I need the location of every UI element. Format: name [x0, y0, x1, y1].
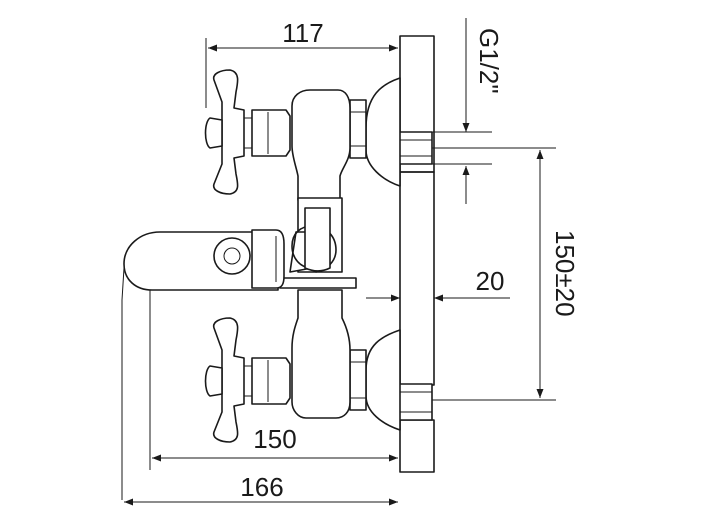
- pipe-stub-bottom: [397, 383, 433, 421]
- dim-label-centers: 150±20: [550, 230, 580, 317]
- dim-label-thread: G1/2": [474, 28, 504, 94]
- dim-label-150: 150: [253, 424, 296, 454]
- flange-top: [349, 77, 401, 187]
- diverter-lever: [279, 207, 357, 289]
- dimension-centers: 150±20: [432, 147, 580, 401]
- dim-label-166: 166: [240, 472, 283, 502]
- flange-bottom: [349, 329, 401, 431]
- pipe-stub-top: [397, 131, 433, 165]
- dimension-20: 20: [366, 266, 510, 302]
- handle-top: [204, 69, 291, 195]
- dimension-166: 166: [124, 472, 398, 506]
- dimension-117: 117: [205, 18, 398, 108]
- dimension-150: 150: [152, 424, 398, 462]
- dimension-thread: G1/2": [432, 18, 504, 204]
- handle-bottom: [204, 317, 291, 443]
- dim-label-117: 117: [282, 18, 323, 48]
- spout-connector: [213, 229, 285, 289]
- dim-label-20: 20: [476, 266, 505, 296]
